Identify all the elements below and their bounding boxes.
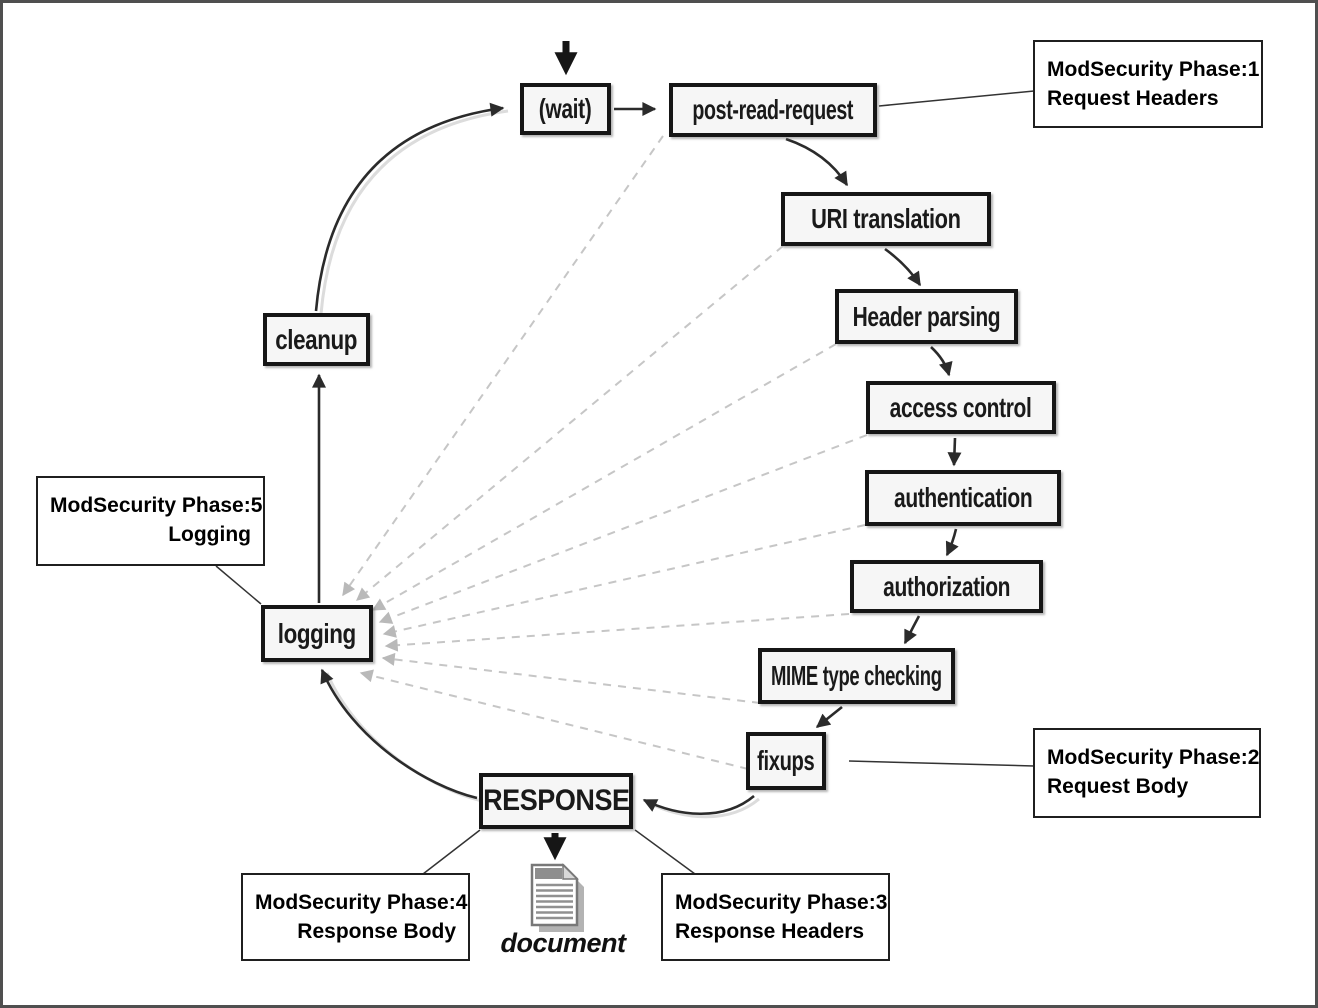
annotation-line: Response Body (297, 920, 456, 943)
edge-post-read-request--uri-translation (785, 137, 849, 187)
arc-shadows (319, 109, 760, 819)
node-label: authentication (893, 482, 1033, 513)
edge-uri-translation--header-parsing (884, 247, 922, 287)
node-label: post-read-request (692, 94, 854, 125)
connector-phase-2 (848, 760, 1035, 767)
node-label: MIME type checking (771, 660, 942, 691)
node-response: RESPONSE (479, 773, 633, 829)
connector-phase-5 (215, 565, 262, 605)
fat-arrows (543, 41, 578, 861)
annotation-connectors (215, 90, 1035, 875)
edge-authentication--authorization (945, 528, 959, 557)
edge-cleanup--wait (314, 102, 505, 312)
edge-authorization--mime-type-checking (903, 615, 921, 645)
edge-header-parsing--access-control (930, 346, 953, 377)
node-label: access control (890, 391, 1032, 423)
node-wait: (wait) (520, 83, 611, 135)
node-label: (wait) (539, 93, 592, 124)
node-label: URI translation (811, 203, 961, 234)
node-label: fixups (757, 745, 815, 776)
node-label: authorization (883, 570, 1010, 602)
connector-phase-4 (422, 829, 481, 875)
node-uri-translation: URI translation (781, 192, 991, 246)
annotation-line: ModSecurity Phase:5 (50, 494, 263, 517)
annotation-line: Request Body (1047, 775, 1189, 798)
annotation-line: ModSecurity Phase:2 (1047, 746, 1260, 769)
edge-mime-type-checking--fixups (815, 705, 843, 729)
arc-shadow (319, 109, 509, 315)
hook-log-edge-fixups (359, 669, 749, 770)
hook-log-edge-authentication (382, 524, 866, 638)
node-fixups: fixups (746, 732, 826, 790)
edge-response--logging (320, 668, 478, 800)
hook-log-edge-authorization (384, 613, 850, 652)
document-label: document (500, 928, 626, 958)
connector-phase-3 (634, 829, 696, 875)
node-mime-type-checking: MIME type checking (758, 648, 955, 704)
connector-phase-1 (878, 90, 1035, 107)
document-icon (530, 863, 584, 932)
flow-edges (312, 102, 962, 816)
hook-log-edge-access-control (378, 434, 868, 624)
annotation-line: Request Headers (1047, 87, 1219, 110)
diagram-canvas (215, 41, 1035, 932)
node-access-control: access control (866, 381, 1056, 434)
node-label: Header parsing (852, 300, 1001, 332)
hook-log-edge-mime-type-checking (381, 652, 761, 704)
annotation-line: ModSecurity Phase:4 (255, 891, 468, 914)
node-authorization: authorization (850, 560, 1043, 613)
edge-fixups--response (642, 795, 755, 816)
edge-access-control--authentication (947, 437, 962, 467)
node-label: logging (277, 617, 357, 649)
hook-log-edge-header-parsing (371, 343, 837, 611)
hook-log-edge-post-read-request (342, 135, 664, 597)
hook-to-logging-dashed-edges (342, 135, 868, 770)
node-authentication: authentication (865, 470, 1061, 526)
node-cleanup: cleanup (263, 313, 370, 366)
node-logging: logging (261, 605, 373, 662)
annotation-line: Response Headers (675, 920, 865, 943)
annotation-line: ModSecurity Phase:3 (675, 891, 888, 914)
annotation-line: Logging (168, 523, 251, 546)
node-header-parsing: Header parsing (835, 289, 1018, 344)
node-label: cleanup (275, 323, 358, 355)
node-label: RESPONSE (482, 784, 630, 817)
node-post-read-request: post-read-request (669, 83, 877, 137)
annotation-line: ModSecurity Phase:1 (1047, 58, 1260, 81)
hook-log-edge-uri-translation (356, 245, 784, 601)
arc-shadow (325, 672, 483, 803)
